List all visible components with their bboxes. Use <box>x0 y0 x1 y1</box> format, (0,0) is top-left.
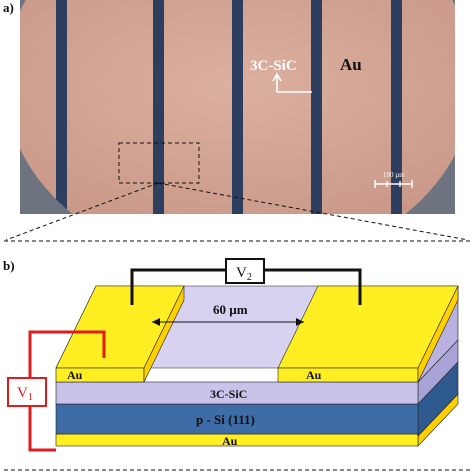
sic-layer-label: 3C-SiC <box>210 387 247 401</box>
v1-source-box <box>7 377 47 407</box>
sic-label: 3C-SiC <box>250 58 297 74</box>
gap-arrowhead-right <box>296 318 304 326</box>
bottom-au-label: Au <box>222 434 238 448</box>
v1-label: V1 <box>17 385 33 403</box>
sic-pointer-arrow <box>272 72 312 93</box>
zoom-line-right <box>157 182 469 241</box>
v2-wire-right <box>264 268 362 305</box>
right-au-pad-front <box>277 367 419 383</box>
v1-wire <box>28 330 106 378</box>
v2-wire <box>130 268 226 305</box>
zoom-line-left <box>5 182 159 241</box>
v2-source-box <box>225 258 265 284</box>
gap-arrowhead-left <box>152 318 160 326</box>
scale-bar <box>374 180 413 188</box>
panel-a-label: a) <box>3 0 14 15</box>
left-au-pad-side <box>143 285 185 383</box>
gap-stripe <box>232 0 243 214</box>
gap-dimension-label: 60 µm <box>213 302 248 317</box>
panel-b-label: b) <box>3 258 15 273</box>
v2-label: V2 <box>236 265 252 283</box>
gap-stripe <box>153 0 164 214</box>
si-layer <box>55 403 419 435</box>
right-pad-label: Au <box>306 368 322 382</box>
gap-stripe <box>391 0 402 214</box>
v1-wire-bottom <box>28 406 56 452</box>
scale-bar-label: 180 µm <box>383 171 405 179</box>
gap-stripe <box>311 0 322 214</box>
sic-layer <box>55 381 419 405</box>
zoom-region-box <box>118 142 200 184</box>
gap-stripe <box>56 0 67 214</box>
right-au-pad-side <box>417 285 459 383</box>
au-label-micrograph: Au <box>340 55 362 74</box>
si-layer-label: p - Si (111) <box>196 412 255 427</box>
left-pad-label: Au <box>67 368 83 382</box>
